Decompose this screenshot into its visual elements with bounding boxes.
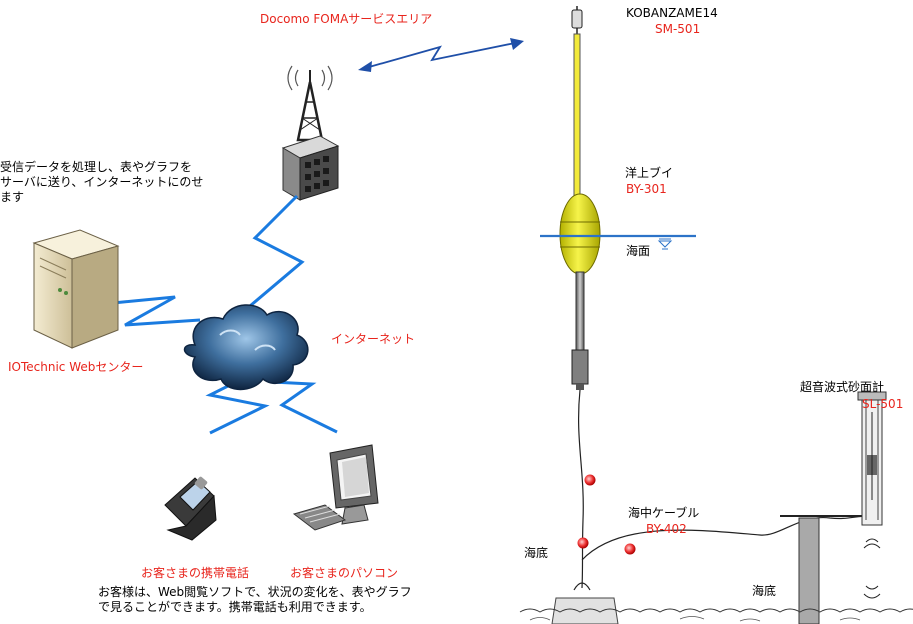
- buoy-system: [559, 6, 601, 390]
- cable-model-label: BY-402: [646, 522, 687, 536]
- web-server-icon: [32, 229, 120, 349]
- customer-phone-label: お客さまの携帯電話: [141, 566, 250, 580]
- mobile-phone-icon: [164, 476, 217, 541]
- sm-name-label: KOBANZAME14: [626, 6, 718, 20]
- description-line: サーバに送り、インターネットにのせ: [0, 175, 204, 189]
- internet-cloud-icon: [183, 304, 309, 391]
- subsea-cable: [577, 389, 879, 589]
- sand-meter-name-label: 超音波式砂面計: [800, 380, 885, 394]
- seabed-label-left: 海底: [524, 546, 549, 560]
- radio-link-arrow: [358, 38, 524, 72]
- float-bead: [624, 543, 636, 555]
- service-area-label: Docomo FOMAサービスエリア: [260, 12, 433, 26]
- radio-tower-icon: [287, 65, 333, 142]
- processing-description: 受信データを処理し、表やグラフを サーバに送り、インターネットにのせ ます: [0, 160, 260, 205]
- base-station-icon: [281, 135, 340, 201]
- footer-line: お客様は、Web閲覧ソフトで、状況の変化を、表やグラフ: [98, 585, 412, 599]
- customer-pc-label: お客さまのパソコン: [290, 566, 399, 580]
- float-bead: [584, 474, 596, 486]
- seabed-label-right: 海底: [752, 584, 777, 598]
- description-line: 受信データを処理し、表やグラフを: [0, 160, 193, 174]
- internet-label: インターネット: [331, 332, 416, 346]
- sm-model-label: SM-501: [655, 22, 701, 36]
- network-links: [112, 194, 338, 435]
- sand-meter-model-label: SL-501: [862, 397, 904, 411]
- float-bead: [577, 537, 589, 549]
- web-center-label: IOTechnic Webセンター: [8, 360, 144, 374]
- sand-meter-icon: [780, 391, 887, 624]
- anchor-block: [551, 582, 619, 624]
- buoy-model-label: BY-301: [626, 182, 667, 196]
- buoy-name-label: 洋上ブイ: [625, 166, 674, 180]
- footer-description: お客様は、Web閲覧ソフトで、状況の変化を、表やグラフ で見ることができます。携…: [98, 585, 412, 615]
- desktop-pc-icon: [292, 444, 379, 531]
- sea-surface-label: 海面: [626, 244, 651, 258]
- description-line: ます: [0, 190, 25, 204]
- footer-line: で見ることができます。携帯電話も利用できます。: [98, 600, 372, 614]
- sea-surface-line: [540, 234, 696, 250]
- seabed-line: [519, 608, 913, 622]
- cable-name-label: 海中ケーブル: [628, 506, 700, 520]
